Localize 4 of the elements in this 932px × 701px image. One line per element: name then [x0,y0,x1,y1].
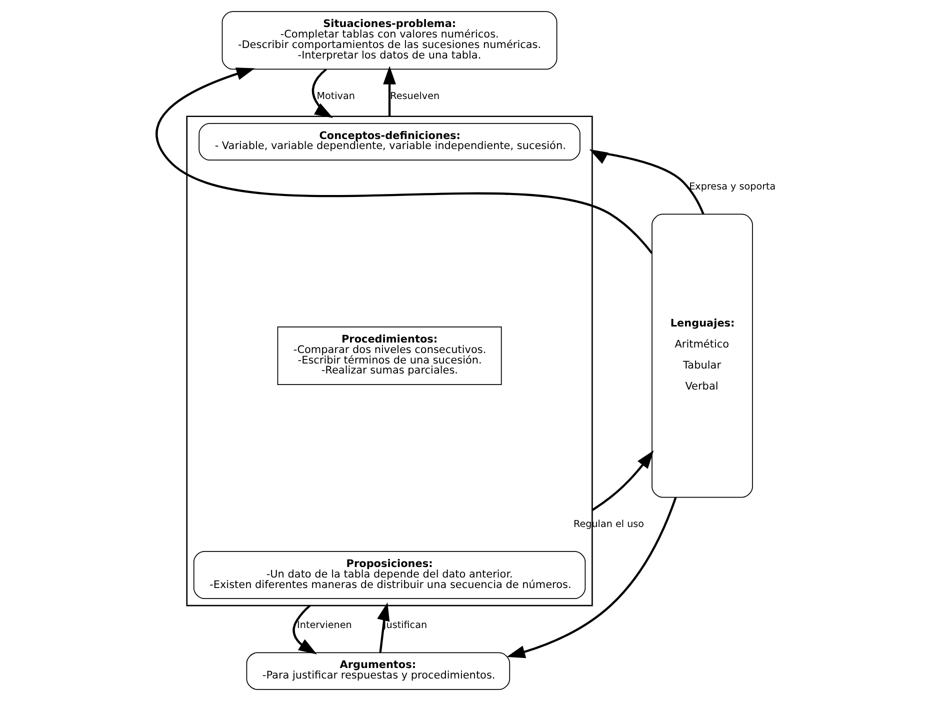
edge-label: Resuelven [390,90,440,102]
edge-label: Expresa y soporta [688,182,776,193]
edge-label: Motivan [316,90,354,102]
edge-label: Intervienen [296,620,352,632]
